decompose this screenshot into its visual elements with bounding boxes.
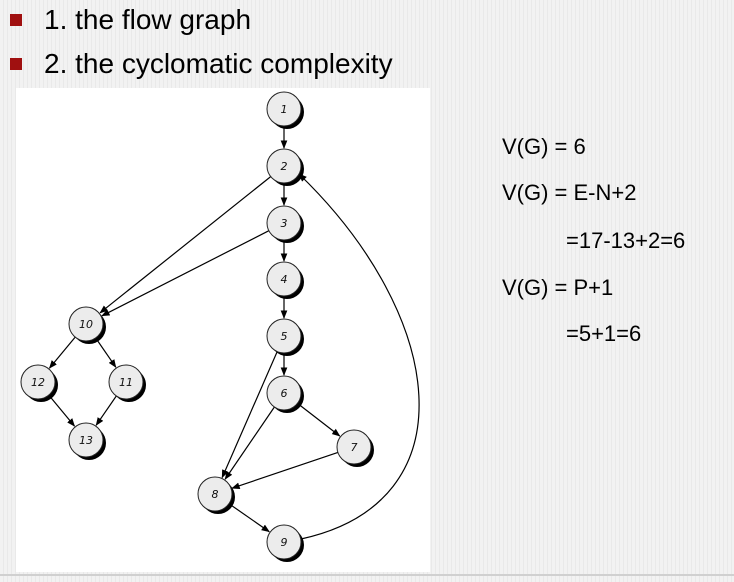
node-10-label: 10 xyxy=(79,318,93,331)
node-2: 2 xyxy=(266,148,304,186)
node-2-circle xyxy=(266,148,302,184)
node-11-circle xyxy=(108,364,144,400)
node-13-circle xyxy=(68,422,104,458)
node-10: 10 xyxy=(68,306,106,344)
edge-3-10 xyxy=(101,230,270,317)
node-6-circle xyxy=(266,375,302,411)
node-13: 13 xyxy=(68,422,106,460)
edge-5-8 xyxy=(221,351,278,479)
edge-6-8 xyxy=(224,406,275,480)
node-8-label: 8 xyxy=(212,488,219,501)
node-7-label: 7 xyxy=(351,441,358,454)
bullet-text: 1. the flow graph xyxy=(44,4,252,35)
node-8-circle xyxy=(197,476,233,512)
node-13-label: 13 xyxy=(79,434,93,447)
edge-8-9 xyxy=(228,503,270,533)
node-4: 4 xyxy=(266,261,304,299)
square-bullet-icon xyxy=(10,14,22,26)
divider xyxy=(0,574,734,576)
node-3: 3 xyxy=(266,205,304,243)
node-5: 5 xyxy=(266,318,304,356)
node-3-circle xyxy=(266,205,302,241)
node-7-circle xyxy=(336,429,372,465)
node-9: 9 xyxy=(266,524,304,562)
node-4-circle xyxy=(266,261,302,297)
node-11-label: 11 xyxy=(119,376,133,389)
node-2-label: 2 xyxy=(281,160,288,173)
bullet-list: 1. the flow graph 2. the cyclomatic comp… xyxy=(10,0,393,88)
node-9-circle xyxy=(266,524,302,560)
node-8: 8 xyxy=(197,476,235,514)
node-10-circle xyxy=(68,306,104,342)
edge-2-10 xyxy=(99,176,272,314)
node-1: 1 xyxy=(266,91,304,129)
equation-vg-result: V(G) = 6 xyxy=(502,134,586,159)
node-6-label: 6 xyxy=(281,387,288,400)
square-bullet-icon xyxy=(10,58,22,70)
node-12-label: 12 xyxy=(31,376,45,389)
edge-7-8 xyxy=(231,451,339,489)
node-5-label: 5 xyxy=(281,330,288,343)
node-6: 6 xyxy=(266,375,304,413)
equation-vg-predicates: V(G) = P+1 xyxy=(502,275,614,300)
bullet-item-cyclomatic-complexity: 2. the cyclomatic complexity xyxy=(10,44,393,88)
node-9-label: 9 xyxy=(281,536,288,549)
edge-10-12 xyxy=(48,336,76,369)
edge-10-11 xyxy=(95,337,117,368)
equation-edges-nodes-calc: =17-13+2=6 xyxy=(566,228,686,253)
bullet-text: 2. the cyclomatic complexity xyxy=(44,48,393,79)
edge-12-13 xyxy=(48,394,76,427)
equation-vg-edges-nodes: V(G) = E-N+2 xyxy=(502,180,637,205)
node-3-label: 3 xyxy=(281,217,288,230)
bullet-item-flow-graph: 1. the flow graph xyxy=(10,0,393,44)
edge-9-2 xyxy=(298,173,420,540)
node-5-circle xyxy=(266,318,302,354)
node-4-label: 4 xyxy=(281,273,288,286)
edge-6-7 xyxy=(297,402,341,437)
equation-predicates-calc: =5+1=6 xyxy=(566,321,642,346)
edge-11-13 xyxy=(95,395,117,426)
node-7: 7 xyxy=(336,429,374,467)
node-1-label: 1 xyxy=(281,103,288,116)
node-12: 12 xyxy=(20,364,58,402)
node-1-circle xyxy=(266,91,302,127)
node-12-circle xyxy=(20,364,56,400)
node-11: 11 xyxy=(108,364,146,402)
